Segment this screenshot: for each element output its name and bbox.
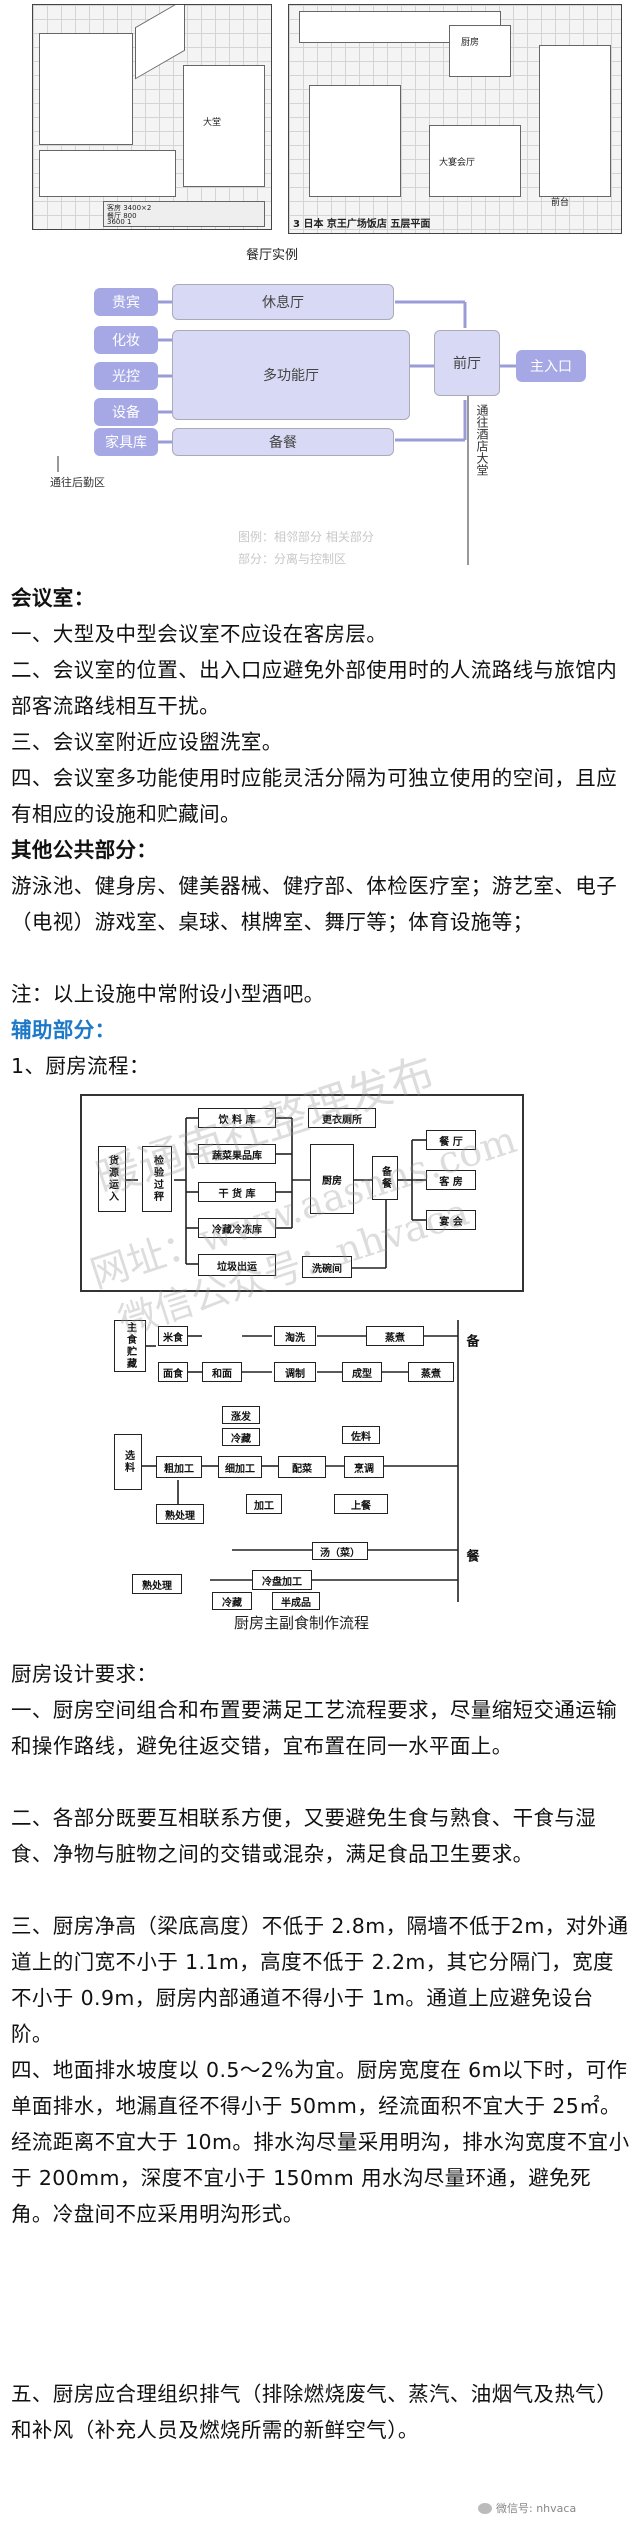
assemble-dish: 配菜: [278, 1456, 326, 1478]
restaurant-plan-left: 大堂 客房 3400×2 餐厅 800 3600 1: [32, 4, 272, 230]
restaurant-plan-right: 厨房 大宴会厅 前台 3 日本 京王广场饭店 五层平面: [288, 4, 622, 234]
kitchen-cold-store: 冷藏冷冻库: [198, 1218, 276, 1238]
flow-faded-note: 部分：分离与控制区: [238, 552, 347, 566]
plan-right-caption: 3 日本 京王广场饭店 五层平面: [293, 219, 431, 230]
kitchen-req-item: 二、各部分既要互相联系方便，又要避免生食与熟食、干食与湿食、净物与脏物之间的交错…: [11, 1806, 597, 1866]
serve-dish: 上餐: [334, 1494, 388, 1514]
noodle-food: 面食: [158, 1362, 188, 1382]
flow-item-light-control: 光控: [94, 362, 158, 390]
soak: 涨发: [222, 1406, 260, 1424]
plan-right-room-label: 大宴会厅: [439, 158, 476, 168]
kitchen-vegetable-store: 蔬菜果品库: [198, 1144, 276, 1164]
banquet-flow-diagram: 贵宾 化妆 光控 设备 家具库 休息厅 多功能厅 备餐 前厅 主入口 通往后勤区…: [0, 280, 639, 580]
plan-right-room-label: 厨房: [461, 38, 480, 48]
flow-rest-hall: 休息厅: [172, 284, 394, 320]
knead-dough: 和面: [202, 1362, 242, 1382]
flow-prep: 备餐: [172, 428, 394, 456]
soup-dish: 汤（菜）: [312, 1542, 368, 1560]
other-public-body: 游泳池、健身房、健美器械、健疗部、体检医疗室；游艺室、电子（电视）游戏室、桌球、…: [11, 874, 618, 934]
plan-caption: 餐厅实例: [246, 248, 299, 263]
prep-meal-top: 备: [460, 1320, 482, 1362]
semi-finished: 半成品: [272, 1592, 320, 1610]
rice-food: 米食: [158, 1326, 188, 1346]
other-public-note: 注：以上设施中常附设小型酒吧。: [11, 982, 325, 1006]
kitchen-changing-toilet: 更衣厕所: [308, 1108, 376, 1128]
heat-treat-2: 熟处理: [132, 1574, 182, 1594]
mix: 调制: [274, 1362, 316, 1382]
flow-to-lobby-label: 通往酒店大堂: [475, 404, 489, 476]
fine-process: 细加工: [218, 1456, 262, 1478]
shape: 成型: [342, 1362, 382, 1382]
wechat-id-badge: 微信号: nhvaca: [478, 2500, 576, 2516]
meeting-room-item: 四、会议室多功能使用时应能灵活分隔为可独立使用的空间，且应有相应的设施和贮藏间。: [11, 766, 618, 826]
kitchen-dishwash: 洗碗间: [302, 1256, 352, 1278]
flow-item-vip: 贵宾: [94, 288, 158, 316]
kitchen-flow-subtitle: 1、厨房流程：: [11, 1054, 150, 1078]
plan-left-room-label: 大堂: [203, 118, 222, 128]
kitchen-prep: 备餐: [372, 1156, 398, 1200]
flow-connectors: [57, 300, 516, 565]
refrigerate-2: 冷藏: [212, 1592, 252, 1610]
plan-right-room-label: 前台: [551, 198, 570, 208]
steam-cook-2: 蒸煮: [408, 1362, 454, 1382]
kitchen-req-item: 五、厨房应合理组织排气（排除燃烧废气、蒸汽、油烟气及热气）和补风（补充人员及燃烧…: [11, 2382, 618, 2442]
kitchen-production-caption: 厨房主副食制作流程: [234, 1614, 370, 1632]
kitchen-production-diagram: 主食贮藏 米食 面食 淘洗 蒸煮 和面 调制 成型 蒸煮 选料 涨发 冷藏 佐料…: [112, 1316, 516, 1610]
kitchen-req-item: 一、厨房空间组合和布置要满足工艺流程要求，尽量缩短交通运输和操作路线，避免往返交…: [11, 1698, 618, 1758]
kitchen-inspect-weigh: 检验过秤: [142, 1146, 172, 1212]
flow-main-entry: 主入口: [516, 350, 586, 382]
section-title-auxiliary: 辅助部分：: [11, 1018, 116, 1042]
section-title-meeting-room: 会议室：: [11, 586, 95, 610]
wechat-icon: [478, 2502, 492, 2514]
process: 加工: [246, 1494, 282, 1514]
plan-left-table-row: 3600 1: [107, 218, 132, 226]
plan-left-table-row: 客房 3400×2: [107, 204, 152, 212]
meeting-room-item: 二、会议室的位置、出入口应避免外部使用时的人流路线与旅馆内部客流路线相互干扰。: [11, 658, 618, 718]
meeting-room-item: 一、大型及中型会议室不应设在客房层。: [11, 622, 388, 646]
flow-faded-note: 图例：相邻部分 相关部分: [238, 530, 374, 544]
prep-meal-bottom: 餐: [460, 1536, 482, 1576]
flow-front-hall: 前厅: [434, 330, 500, 396]
flow-multi-function-hall: 多功能厅: [172, 330, 410, 420]
kitchen-req-item: 四、地面排水坡度以 0.5～2%为宜。厨房宽度在 6m以下时，可作单面排水，地漏…: [11, 2058, 630, 2226]
kitchen-out-room: 客 房: [426, 1170, 476, 1190]
plan-left-table-row: 餐厅 800: [107, 212, 137, 220]
flow-item-makeup: 化妆: [94, 326, 158, 354]
rough-process: 粗加工: [156, 1456, 202, 1478]
flow-back-area-label: 通往后勤区: [50, 476, 105, 489]
kitchen-flow-diagram: 货源运入 检验过秤 饮 料 库 蔬菜果品库 干 货 库 冷藏冷冻库 垃圾出运 更…: [80, 1094, 524, 1292]
cold-dish-process: 冷盘加工: [252, 1570, 312, 1590]
flow-item-furniture-store: 家具库: [94, 428, 158, 456]
wechat-id-text: 微信号: nhvaca: [496, 2502, 577, 2515]
heat-treat: 熟处理: [156, 1504, 204, 1524]
flow-item-equipment: 设备: [94, 398, 158, 426]
seasoning: 佐料: [342, 1426, 380, 1444]
kitchen-waste-out: 垃圾出运: [198, 1254, 276, 1276]
kitchen-req-title: 厨房设计要求：: [11, 1662, 158, 1686]
section-title-other-public: 其他公共部分：: [11, 838, 158, 862]
refrigerate-1: 冷藏: [222, 1428, 260, 1446]
kitchen-out-banquet: 宴 会: [426, 1210, 476, 1230]
kitchen-dry-store: 干 货 库: [198, 1182, 276, 1202]
staple-storage: 主食贮藏: [114, 1320, 146, 1372]
cooking: 烹调: [344, 1456, 384, 1478]
kitchen-goods-in: 货源运入: [98, 1146, 126, 1212]
steam-cook-1: 蒸煮: [366, 1326, 424, 1346]
wash-rice: 淘洗: [274, 1326, 316, 1346]
kitchen-out-restaurant: 餐 厅: [426, 1130, 476, 1150]
kitchen-req-item: 三、厨房净高（梁底高度）不低于 2.8m，隔墙不低于2m，对外通道上的门宽不小于…: [11, 1914, 629, 2046]
kitchen-main: 厨房: [310, 1144, 354, 1214]
kitchen-flow-lines: [126, 1117, 426, 1269]
kitchen-beverage-store: 饮 料 库: [198, 1108, 276, 1128]
meeting-room-item: 三、会议室附近应设盥洗室。: [11, 730, 283, 754]
select-material: 选料: [114, 1434, 142, 1490]
